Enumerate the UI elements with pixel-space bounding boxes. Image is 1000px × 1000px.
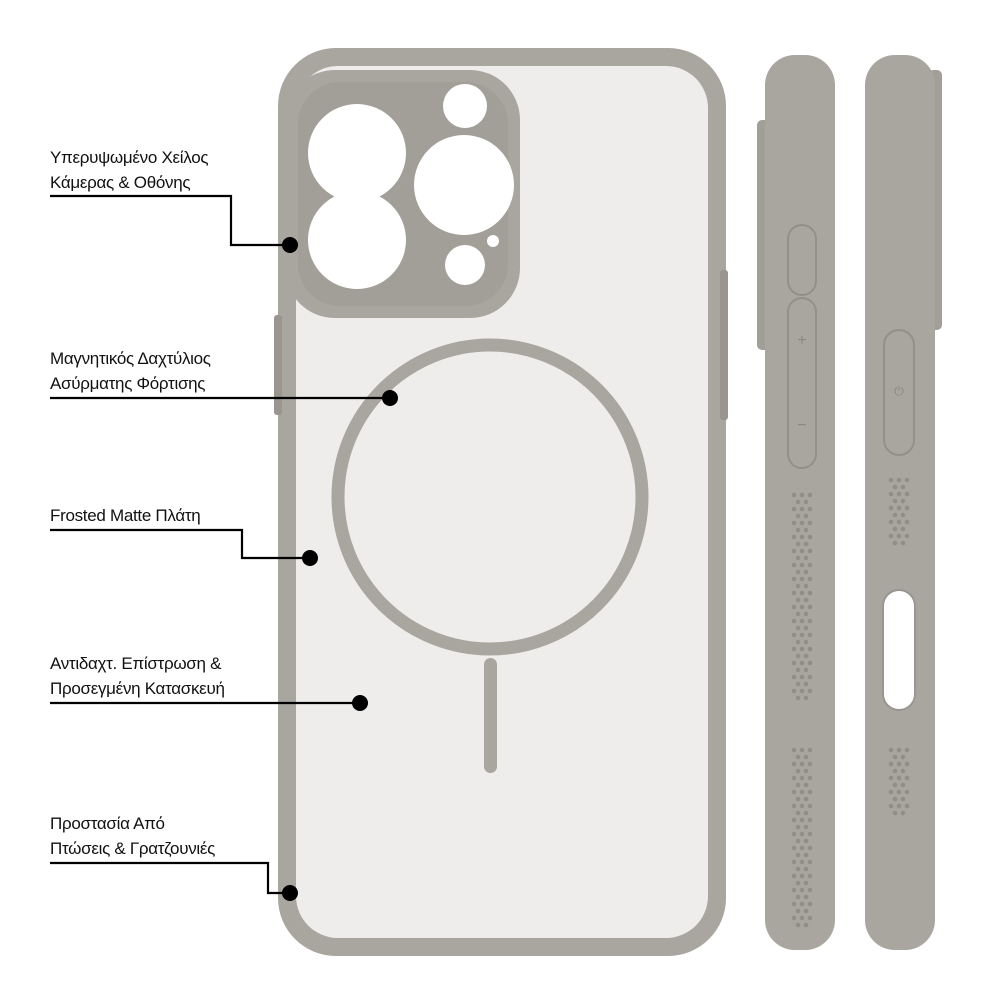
speaker-grille (791, 492, 813, 701)
camera-lens-hole (414, 135, 514, 235)
magsafe-ring (331, 338, 649, 656)
callout-anti-fingerprint: Αντιδαχτ. Επίστρωση &Προσεγμένη Κατασκευ… (50, 654, 225, 698)
sensor-hole (443, 84, 487, 128)
sensor-hole (445, 245, 485, 285)
camera-lens-hole (308, 191, 406, 289)
callout-frosted-back: Frosted Matte Πλάτη (50, 506, 201, 525)
power-icon: ⏻ (894, 384, 904, 398)
callout-lines (50, 194, 390, 895)
speaker-grille (888, 477, 910, 546)
flash-hole (487, 235, 499, 247)
case-back-view (274, 48, 728, 956)
volume-up-icon: + (797, 332, 806, 349)
magsafe-alignment-bar (484, 658, 497, 773)
case-side-view-right: ⏻ (865, 55, 942, 950)
camera-lens-hole (308, 104, 406, 202)
callout-dots (282, 237, 398, 901)
volume-down-icon: − (797, 417, 806, 434)
case-side-view-left: + − (757, 55, 835, 950)
speaker-grille (791, 747, 813, 928)
button-cutout (882, 589, 916, 711)
speaker-grille (888, 747, 910, 816)
